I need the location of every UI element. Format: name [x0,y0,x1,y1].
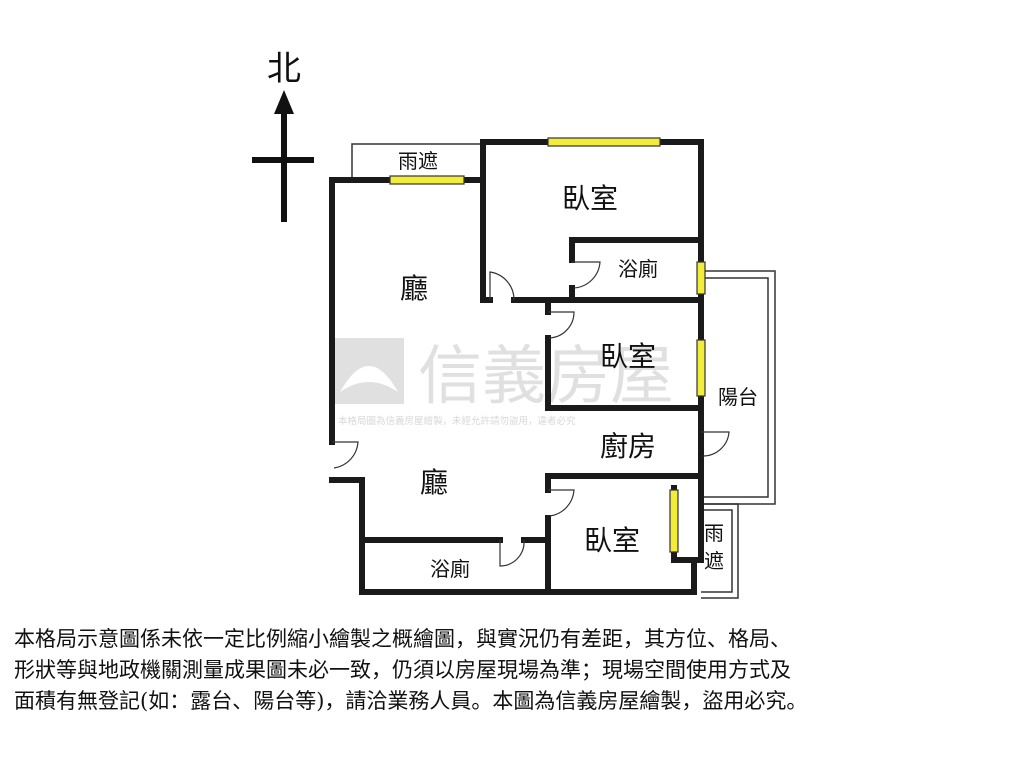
label-living-lower: 廳 [420,466,448,499]
canopy-top-outline [351,143,483,180]
label-bedroom-south: 臥室 [584,524,640,557]
north-label: 北 [267,49,301,89]
window-bedroom-south-east [669,489,679,553]
door-entry [332,441,359,469]
label-kitchen: 廚房 [600,430,656,463]
label-bath-south: 浴廁 [430,557,470,581]
floor-plan: 北 信義房屋 本格局圖為信義房屋繪製，未經允許請勿盜用，違者必究 [252,49,776,599]
disclaimer-line-2: 形狀等與地政機關測量成果圖未必一致，仍須以房屋現場為準；現場空間使用方式及 [14,658,791,682]
room-labels: 雨遮 臥室 浴廁 廳 臥室 陽台 廚房 廳 臥室 雨 遮 浴廁 [398,149,758,581]
label-balcony: 陽台 [718,385,758,409]
door-bedroom-south [548,489,575,517]
wall-exterior-north [480,139,704,303]
door-kitchen-balcony [701,431,730,457]
label-bath-north: 浴廁 [618,257,658,281]
wall-north-bath [569,237,704,263]
wall-bedroom-middle-lower [545,335,704,411]
label-canopy-right-2: 遮 [704,549,724,573]
door-bath-north [572,261,601,289]
door-bath-south [499,539,525,567]
balcony-inner-outline [701,277,769,498]
canopy-right-inner [701,509,733,593]
disclaimer-line-1: 本格局示意圖係未依一定比例縮小繪製之概繪圖，與實況仍有差距，其方位、格局、 [14,627,791,651]
watermark: 信義房屋 本格局圖為信義房屋繪製，未經允許請勿盜用，違者必究 [334,338,674,427]
label-canopy-top: 雨遮 [398,149,438,173]
window-bath-east [696,261,706,295]
walls [329,139,704,595]
label-bedroom-north: 臥室 [562,182,618,215]
doors [332,261,730,567]
window-bedroom-north [547,137,661,147]
label-bedroom-middle: 臥室 [600,340,656,373]
watermark-logo-shape [340,366,398,392]
windows [389,137,706,553]
north-arrow-icon [274,90,294,114]
door-bedroom-middle [548,311,575,339]
window-bedroom-east [696,339,706,397]
label-living-upper: 廳 [400,272,428,305]
watermark-notice: 本格局圖為信義房屋繪製，未經允許請勿盜用，違者必究 [338,415,576,427]
disclaimer: 本格局示意圖係未依一定比例縮小繪製之概繪圖，與實況仍有差距，其方位、格局、 形狀… [14,624,1014,717]
canopy-right-outline [701,503,739,599]
compass: 北 [252,49,314,222]
window-living-north [389,175,465,185]
wall-exterior-south-west [329,477,551,595]
door-living-north [489,271,515,301]
disclaimer-line-3: 面積有無登記(如：露台、陽台等)，請洽業務人員。本圖為信義房屋繪製，盜用必究。 [14,689,808,713]
label-canopy-right-1: 雨 [704,521,724,545]
